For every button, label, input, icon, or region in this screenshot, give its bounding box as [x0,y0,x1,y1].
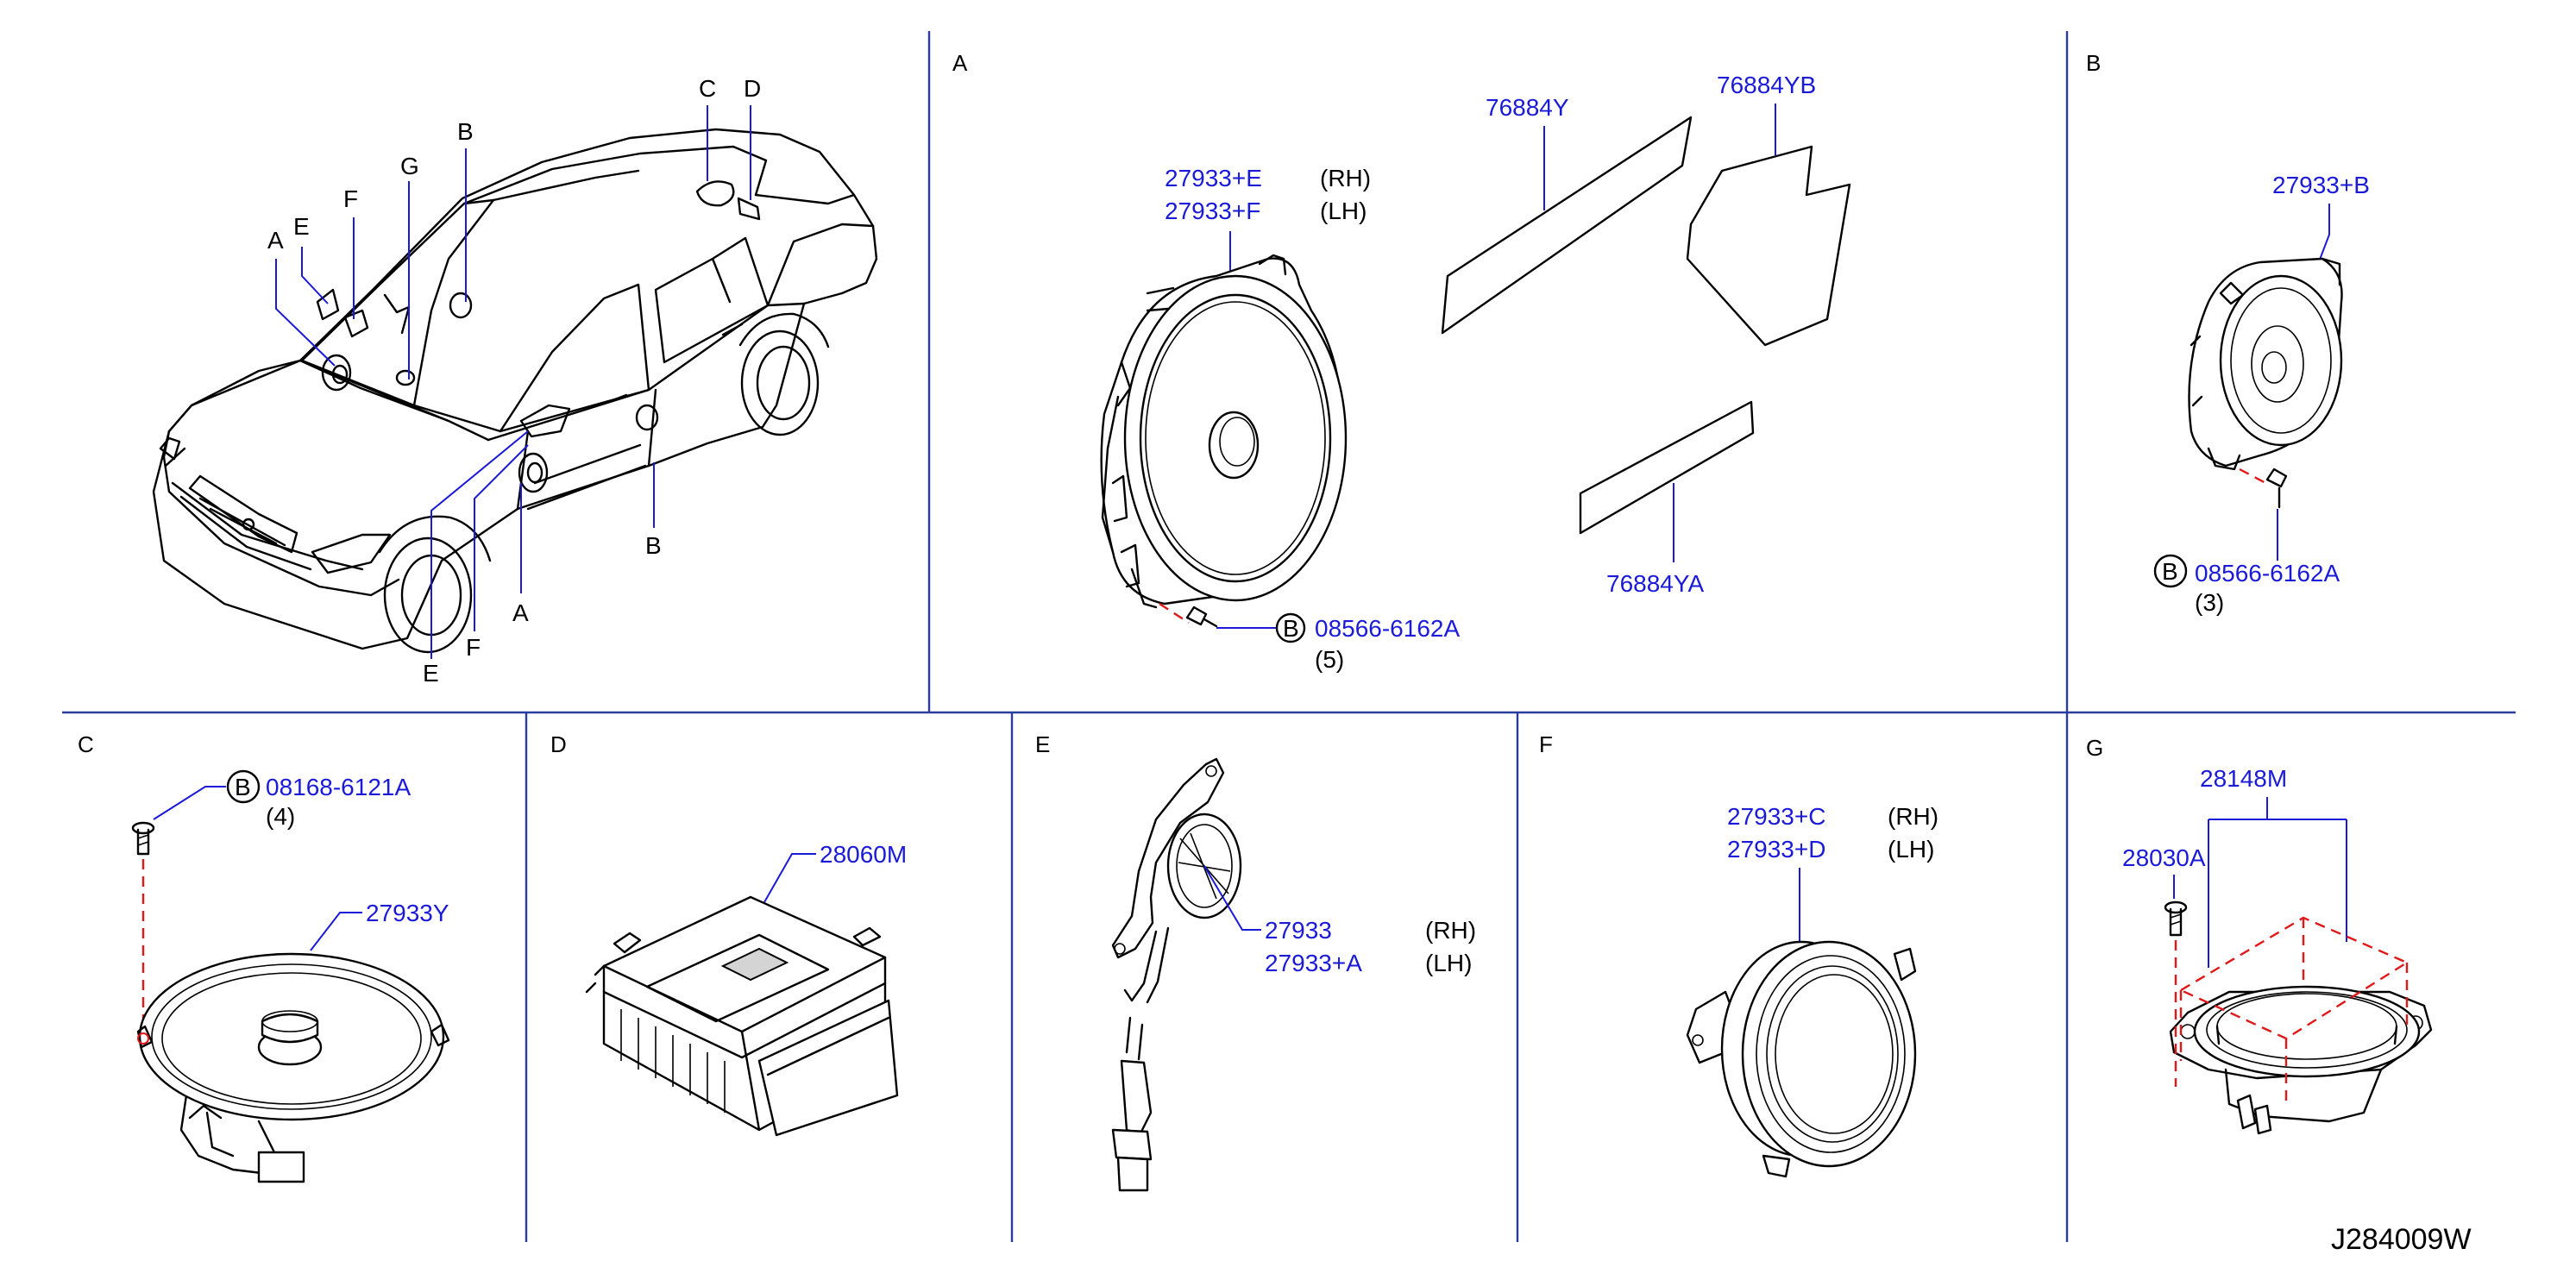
speaker-b [2188,257,2343,471]
label-lh-a: (LH) [1320,198,1367,224]
speaker-f [1686,940,1917,1178]
section-f-title: F [1539,731,1553,757]
overview-callout-d: D [744,75,761,102]
overview-leaders [275,105,751,659]
section-d-title: D [550,731,567,757]
door-speaker-a [1100,254,1348,609]
section-e: E 27933 (RH) 27933+A (LH) [1035,731,1476,1192]
part-08168-6121a: 08168-6121A [266,774,411,800]
part-27933: 27933 [1265,917,1332,944]
speaker-c [136,952,450,1183]
bolt-symbol-a: B [1283,615,1299,642]
bolt-symbol-b: B [2162,558,2178,585]
label-lh-e: (LH) [1425,950,1472,976]
part-27933-e: 27933+E [1165,165,1262,191]
overview-callout-a: A [267,227,284,254]
section-a-title: A [952,50,968,76]
part-08566-6162a-b: 08566-6162A [2195,560,2340,587]
part-08566-6162a-a: 08566-6162A [1315,615,1460,642]
part-27933-d: 27933+D [1727,836,1825,863]
part-76884y: 76884Y [1486,94,1569,121]
overview-callouts: A E F G B C D B A F E [267,75,761,687]
screw-c [131,821,155,1035]
section-b: B 27933+B B 08566-6162A (3) [2086,50,2370,616]
part-76884ya: 76884YA [1606,570,1704,597]
overview-callout-g: G [400,153,419,179]
label-lh-f: (LH) [1888,836,1934,863]
part-28060m: 28060M [820,841,907,868]
part-27933-b: 27933+B [2272,172,2370,198]
label-rh-e: (RH) [1425,917,1476,944]
interior-speakers [316,180,761,493]
bolt-b: B 08566-6162A (3) [2153,467,2340,616]
overview-callout-b-side: B [645,532,662,559]
qty-c: (4) [266,803,295,830]
overview-callout-f-side: F [466,634,481,661]
section-g: G 28148M 28030A [2086,735,2433,1135]
overview-callout-f: F [343,185,358,212]
label-rh-f: (RH) [1888,803,1938,830]
bolt-symbol-c: B [235,774,251,800]
tweeter-e [1111,757,1242,1192]
overview-callout-b-top: B [457,118,474,145]
screw-g [2164,900,2188,937]
section-g-title: G [2086,735,2103,761]
section-a: A 27933+E (RH) 27933+F (LH) B [952,50,1851,673]
overview-callout-e-side: E [423,660,439,687]
seals-a: 76884Y 76884YB 76884YA [1441,72,1851,597]
bolt-a: B 08566-6162A (5) [1159,602,1460,673]
section-f: F 27933+C (RH) 27933+D (LH) [1539,731,1938,1178]
car-outline [152,128,878,654]
speaker-g [2169,985,2433,1135]
section-e-title: E [1035,731,1050,757]
part-27933-f: 27933+F [1165,198,1260,224]
part-76884yb: 76884YB [1717,72,1816,98]
part-28148m: 28148M [2200,765,2287,792]
part-27933y: 27933Y [366,900,449,926]
panel-frame [62,31,2516,1242]
section-c-title: C [78,731,94,757]
vehicle-overview: A E F G B C D B A F E [152,75,878,687]
dashed-envelope-g [2174,916,2410,1101]
part-27933-c: 27933+C [1727,803,1825,830]
overview-callout-e: E [293,213,310,240]
qty-a: (5) [1315,646,1344,673]
part-27933-a: 27933+A [1265,950,1362,976]
label-rh-a: (RH) [1320,165,1371,191]
diagram-reference-code: J284009W [2331,1223,2472,1256]
overview-callout-c: C [699,75,716,102]
section-d: D 28060M [550,731,907,1137]
section-c: C B 08168-6121A (4) 27933Y [78,731,450,1183]
part-28030a: 28030A [2122,844,2206,871]
section-b-title: B [2086,50,2101,76]
amplifier-d [585,895,899,1137]
qty-b: (3) [2195,589,2224,616]
overview-callout-a-side: A [512,599,529,626]
